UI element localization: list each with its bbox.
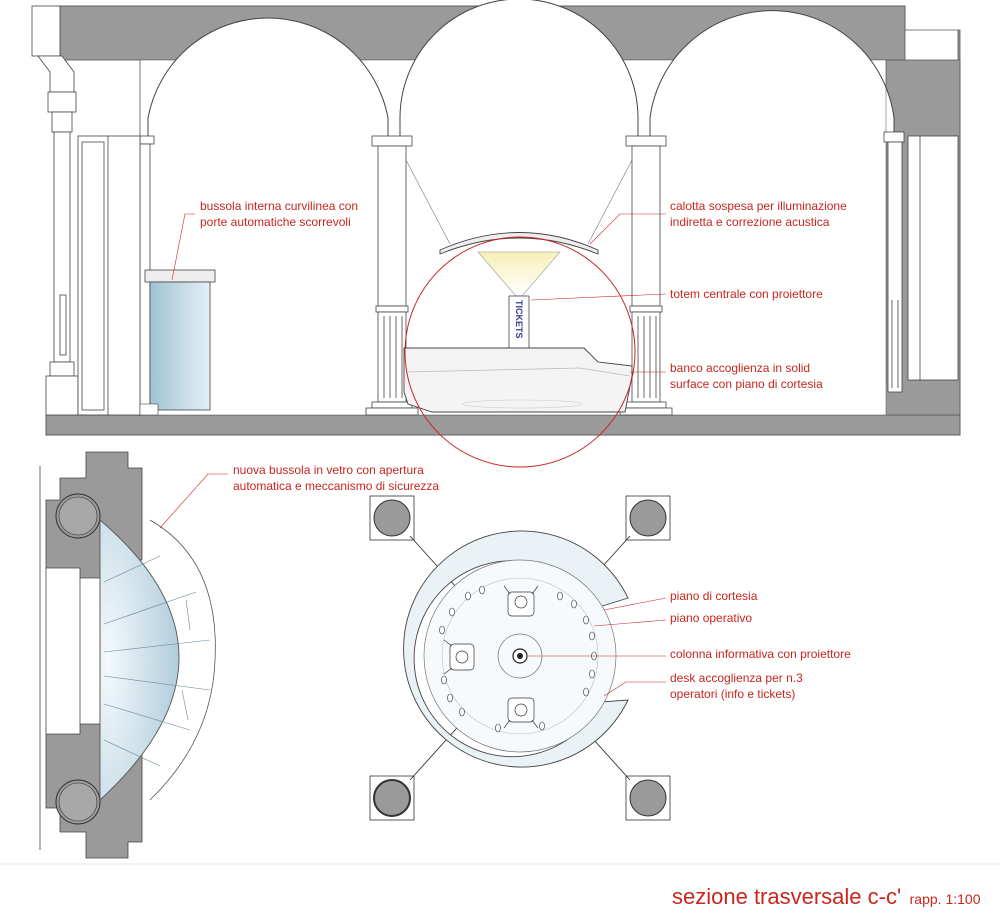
arch-left — [147, 17, 389, 140]
desk-pegs — [439, 585, 597, 733]
totem-sign-text: TICKETS — [514, 300, 524, 339]
plan-leader-nuova — [159, 473, 228, 529]
label-calotta-line1: calotta sospesa per illuminazione — [670, 199, 847, 213]
column-wall-right — [883, 131, 905, 393]
label-piano-cortesia-text: piano di cortesia — [670, 589, 758, 603]
operator-chair-left — [443, 639, 475, 675]
detail-highlight-circle — [404, 236, 636, 468]
label-calotta: calotta sospesa per illuminazione indire… — [670, 198, 847, 230]
label-bussola-line1: bussola interna curvilinea con — [200, 199, 359, 213]
desk-outer-ring — [403, 530, 629, 768]
arch-right — [649, 10, 895, 140]
label-banco-line2: surface con piano di cortesia — [670, 377, 823, 391]
plan-desk-view — [369, 495, 671, 821]
plan-corner-columns — [369, 495, 671, 821]
label-banco: banco accoglienza in solid surface con p… — [670, 360, 823, 392]
section-leaders — [171, 213, 667, 373]
label-desk-line1: desk accoglienza per n.3 — [670, 671, 803, 685]
plan-leaders — [528, 597, 667, 697]
label-desk: desk accoglienza per n.3 operatori (info… — [670, 670, 803, 702]
drawing-scale: rapp. 1:100 — [909, 891, 981, 907]
label-piano-cortesia: piano di cortesia — [670, 588, 757, 604]
label-nuova-bussola: nuova bussola in vetro con apertura auto… — [233, 462, 439, 494]
reception-counter — [403, 347, 633, 413]
drawing-title: sezione trasversale c-c' — [672, 884, 902, 909]
label-banco-line1: banco accoglienza in solid — [670, 361, 811, 375]
column-right — [619, 135, 673, 416]
label-calotta-line2: indiretta e correzione acustica — [670, 215, 830, 229]
suspended-calotta — [405, 159, 633, 297]
operator-chair-bottom — [503, 697, 539, 729]
right-doorway — [907, 135, 959, 381]
section-floor-slab — [45, 414, 961, 436]
label-nuova-line2: automatica e meccanismo di sicurezza — [233, 479, 440, 493]
entrance-portal — [31, 5, 141, 416]
label-nuova-line1: nuova bussola in vetro con apertura — [233, 463, 424, 477]
label-piano-operativo: piano operativo — [670, 610, 752, 626]
plan-entrance-view — [39, 451, 228, 859]
glass-dome — [99, 519, 180, 802]
label-totem: totem centrale con proiettore — [670, 286, 823, 302]
label-bussola: bussola interna curvilinea con porte aut… — [200, 198, 358, 230]
operator-chair-top — [503, 585, 539, 617]
column-left — [365, 135, 419, 416]
label-colonna: colonna informativa con proiettore — [670, 646, 851, 662]
label-totem-text: totem centrale con proiettore — [670, 287, 823, 301]
bussola-box — [139, 269, 216, 416]
label-piano-operativo-text: piano operativo — [670, 611, 753, 625]
drawing-title-block: sezione trasversale c-c' rapp. 1:100 — [672, 884, 980, 910]
label-desk-line2: operatori (info e tickets) — [670, 687, 796, 701]
arch-center — [399, 0, 639, 140]
section-view: TICKETS — [31, 0, 961, 468]
label-bussola-line2: porte automatiche scorrevoli — [200, 215, 351, 229]
label-colonna-text: colonna informativa con proiettore — [670, 647, 851, 661]
